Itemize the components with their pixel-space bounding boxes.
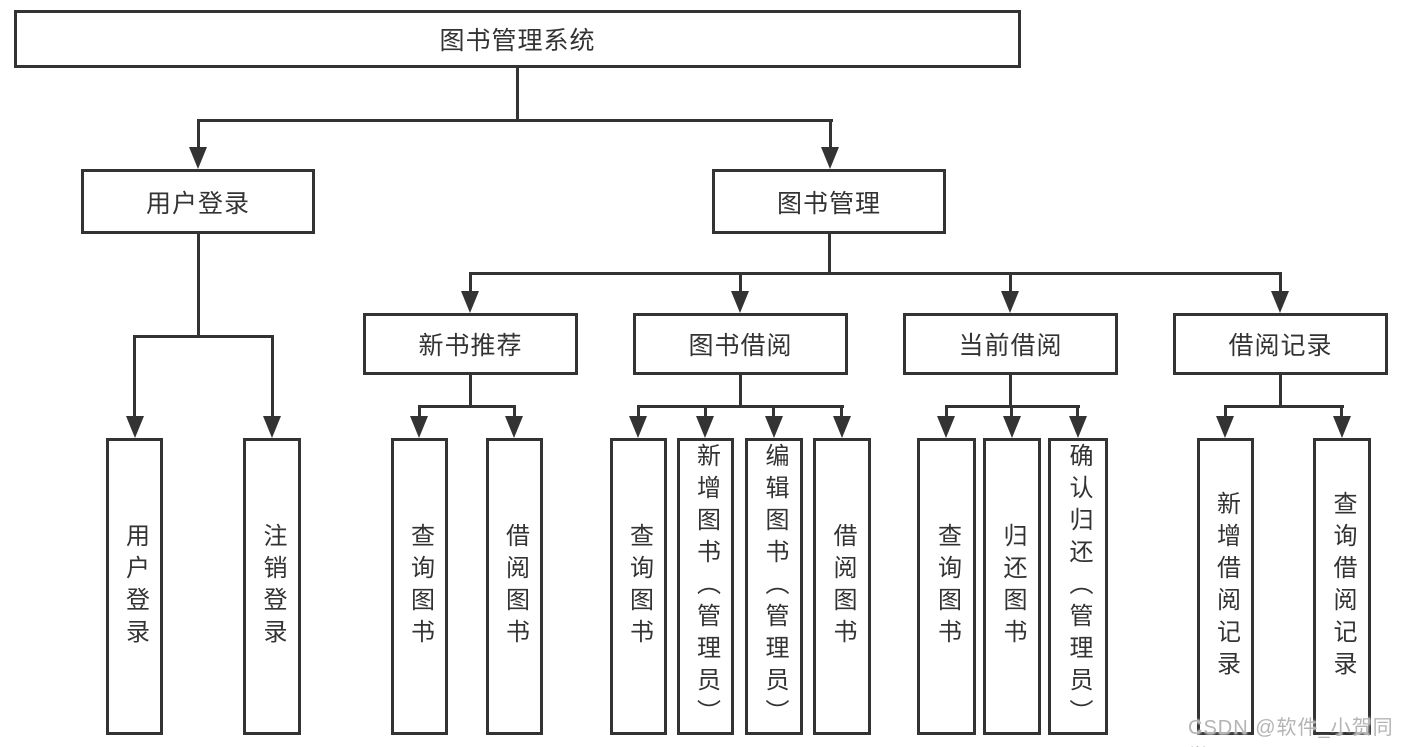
arrow-down-icon xyxy=(263,416,281,438)
leaf-label: 借阅图书 xyxy=(829,522,856,651)
connector-arrow-stem xyxy=(1279,272,1282,293)
arrow-down-icon xyxy=(1216,416,1234,438)
node-label: 当前借阅 xyxy=(958,332,1063,360)
leaf-label: 用户登录 xyxy=(121,522,149,651)
leaf-logout-login: 注销登录 xyxy=(243,438,301,735)
connector-group1-stem xyxy=(469,375,472,407)
connector-mgmt-stem xyxy=(828,234,831,274)
connector-login-stem xyxy=(197,234,200,337)
arrow-down-icon xyxy=(765,416,783,438)
leaf-borrowing-query-books: 查询图书 xyxy=(610,438,667,735)
node-user-login-branch: 用户登录 xyxy=(81,169,315,234)
arrow-down-icon xyxy=(1333,416,1351,438)
node-current-borrowing: 当前借阅 xyxy=(903,313,1118,375)
connector-arrow-stem xyxy=(513,405,516,418)
node-label: 借阅记录 xyxy=(1228,332,1333,360)
leaf-user-login: 用户登录 xyxy=(106,438,163,735)
connector-root-stem xyxy=(516,68,519,121)
arrow-down-icon xyxy=(461,291,479,313)
connector-arrow-stem xyxy=(840,405,843,418)
leaf-current-return-books: 归还图书 xyxy=(983,438,1041,735)
leaf-label: 归还图书 xyxy=(999,522,1026,651)
arrow-down-icon xyxy=(696,416,714,438)
leaf-label: 新增图书（管理员） xyxy=(692,442,720,731)
arrow-down-icon xyxy=(629,416,647,438)
connector-arrow-stem xyxy=(133,335,136,418)
arrow-down-icon xyxy=(937,416,955,438)
connector-group1-hbar xyxy=(418,405,516,408)
arrow-down-icon xyxy=(189,147,207,169)
node-library-management-system: 图书管理系统 xyxy=(14,10,1021,68)
connector-level3-hbar xyxy=(469,272,1281,275)
node-label: 新书推荐 xyxy=(418,332,523,360)
leaf-label: 查询图书 xyxy=(625,522,653,651)
leaf-current-query-books: 查询图书 xyxy=(917,438,976,735)
connector-login-arrow-stem xyxy=(197,119,200,149)
connector-arrow-stem xyxy=(1076,405,1079,418)
arrow-down-icon xyxy=(1003,416,1021,438)
connector-arrow-stem xyxy=(1340,405,1343,418)
leaf-records-add-record: 新增借阅记录 xyxy=(1197,438,1254,735)
connector-arrow-stem xyxy=(772,405,775,418)
leaf-newbook-borrow-books: 借阅图书 xyxy=(486,438,543,735)
connector-group4-stem xyxy=(1279,375,1282,407)
connector-arrow-stem xyxy=(1009,272,1012,293)
connector-group2-stem xyxy=(739,375,742,407)
leaf-label: 借阅图书 xyxy=(501,522,529,651)
arrow-down-icon xyxy=(126,416,144,438)
connector-arrow-stem xyxy=(739,272,742,293)
connector-arrow-stem xyxy=(418,405,421,418)
connector-arrow-stem xyxy=(704,405,707,418)
arrow-down-icon xyxy=(505,416,523,438)
node-label: 图书管理系统 xyxy=(439,27,596,55)
connector-mgmt-arrow-stem xyxy=(829,119,832,149)
leaf-current-confirm-return-admin: 确认归还（管理员） xyxy=(1048,438,1108,735)
leaf-label: 注销登录 xyxy=(259,522,286,651)
connector-arrow-stem xyxy=(469,272,472,293)
leaf-label: 新增借阅记录 xyxy=(1212,490,1240,683)
node-label: 图书借阅 xyxy=(688,332,793,360)
connector-group4-hbar xyxy=(1224,405,1344,408)
leaf-newbook-query-books: 查询图书 xyxy=(391,438,448,735)
arrow-down-icon xyxy=(833,416,851,438)
leaf-records-query-record: 查询借阅记录 xyxy=(1313,438,1371,735)
connector-arrow-stem xyxy=(1224,405,1227,418)
leaf-label: 查询借阅记录 xyxy=(1329,490,1356,683)
connector-group2-hbar xyxy=(637,405,844,408)
arrow-down-icon xyxy=(1001,291,1019,313)
node-new-book-recommend: 新书推荐 xyxy=(363,313,578,375)
arrow-down-icon xyxy=(1069,416,1087,438)
leaf-borrowing-edit-books-admin: 编辑图书（管理员） xyxy=(745,438,803,735)
node-book-borrowing: 图书借阅 xyxy=(633,313,848,375)
arrow-down-icon xyxy=(1271,291,1289,313)
leaf-borrowing-add-books-admin: 新增图书（管理员） xyxy=(677,438,734,735)
arrow-down-icon xyxy=(731,291,749,313)
connector-arrow-stem xyxy=(1010,405,1013,418)
connector-level2-hbar xyxy=(197,119,833,122)
leaf-label: 查询图书 xyxy=(933,522,961,651)
leaf-label: 查询图书 xyxy=(406,522,434,651)
connector-login-hbar xyxy=(133,335,274,338)
connector-arrow-stem xyxy=(271,335,274,418)
node-book-management: 图书管理 xyxy=(712,169,946,234)
arrow-down-icon xyxy=(821,147,839,169)
leaf-borrowing-borrow-books: 借阅图书 xyxy=(813,438,871,735)
leaf-label: 确认归还（管理员） xyxy=(1065,442,1092,731)
node-label: 图书管理 xyxy=(776,189,881,218)
arrow-down-icon xyxy=(410,416,428,438)
leaf-label: 编辑图书（管理员） xyxy=(761,442,788,731)
node-borrowing-records: 借阅记录 xyxy=(1173,313,1388,375)
connector-arrow-stem xyxy=(945,405,948,418)
connector-group3-stem xyxy=(1009,375,1012,407)
connector-arrow-stem xyxy=(637,405,640,418)
node-label: 用户登录 xyxy=(145,189,250,218)
watermark-text: CSDN @软件_小贺同学 xyxy=(1188,717,1394,747)
